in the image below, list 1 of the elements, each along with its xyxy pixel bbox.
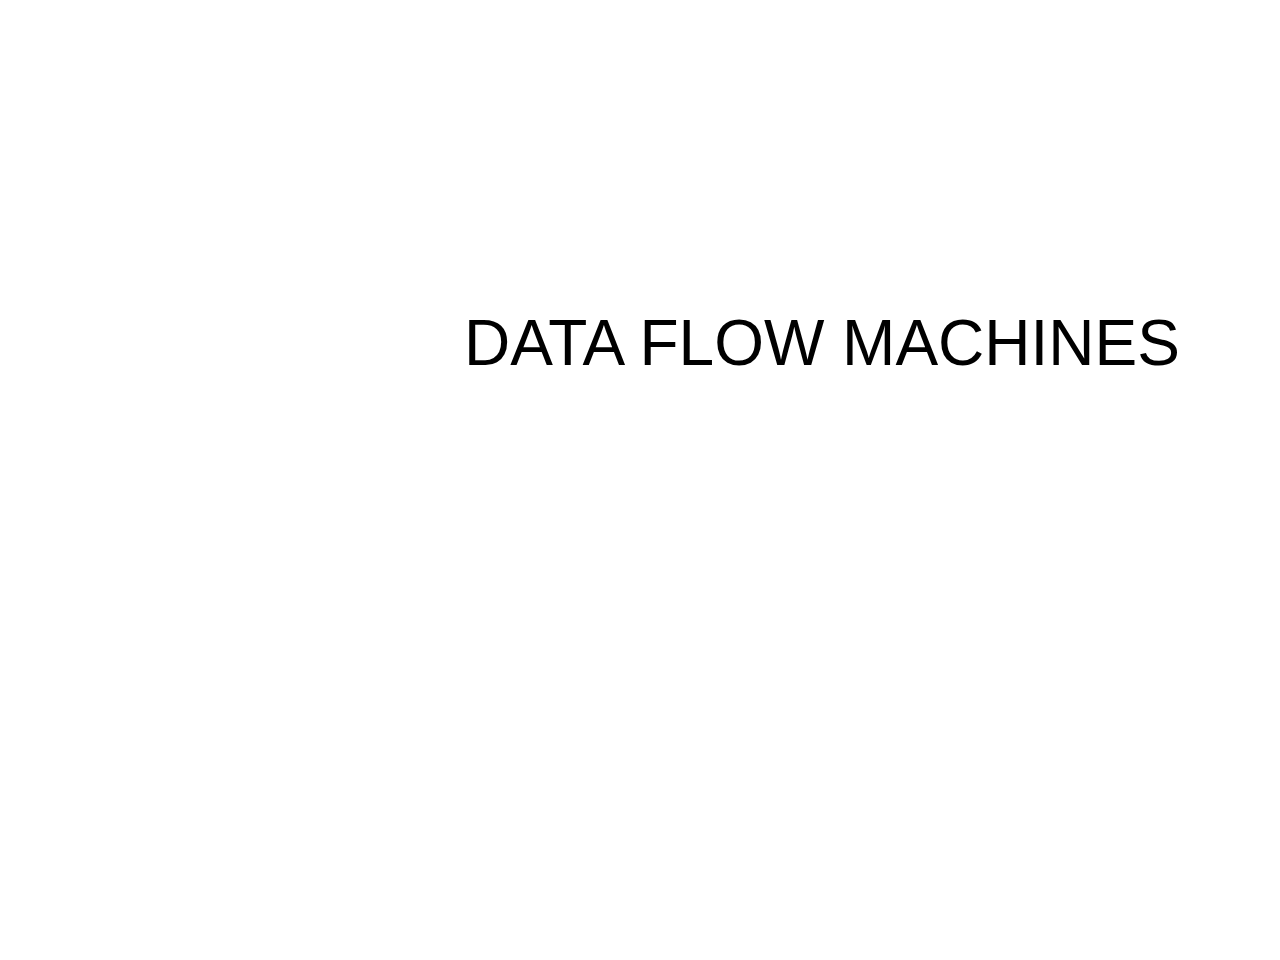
slide-title: DATA FLOW MACHINES [464, 308, 1180, 379]
